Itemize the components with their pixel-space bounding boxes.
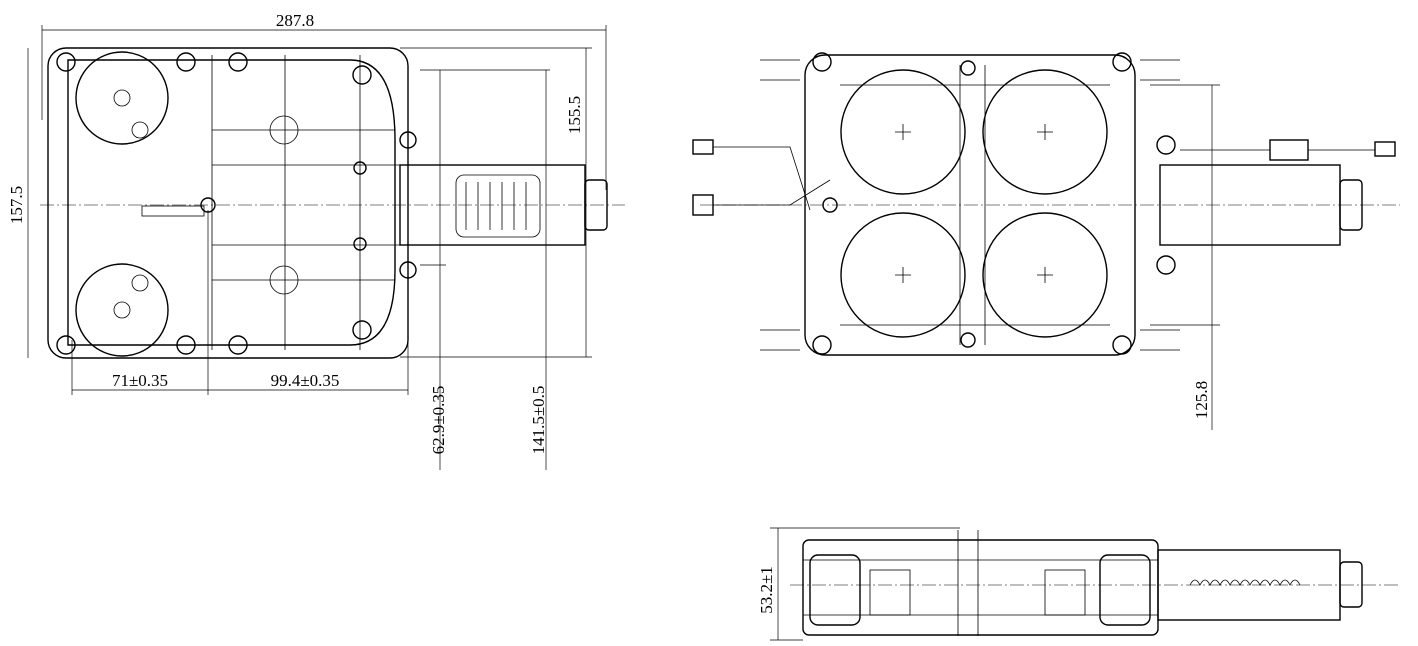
dim-offset-b: 141.5±0.5 — [529, 386, 548, 455]
dim-inner-height: 155.5 — [565, 96, 584, 134]
dim-pitch-a: 71±0.35 — [112, 371, 168, 390]
dim-rear-height: 125.8 — [1192, 381, 1211, 419]
rear-view: 125.8 — [692, 52, 1400, 430]
reel-top — [75, 51, 169, 145]
front-view: 287.8 157.5 155.5 71±0.35 99.4±0.35 62.9… — [7, 11, 625, 470]
dim-pitch-b: 99.4±0.35 — [271, 371, 340, 390]
dim-overall-height: 157.5 — [7, 186, 26, 224]
motor-label — [455, 174, 541, 238]
dim-overall-length: 287.8 — [276, 11, 314, 30]
dim-offset-a: 62.9±0.35 — [429, 386, 448, 455]
side-view: 53.2±1 — [757, 527, 1400, 641]
dim-side-thickness: 53.2±1 — [757, 566, 776, 614]
reel-bottom — [75, 263, 169, 357]
